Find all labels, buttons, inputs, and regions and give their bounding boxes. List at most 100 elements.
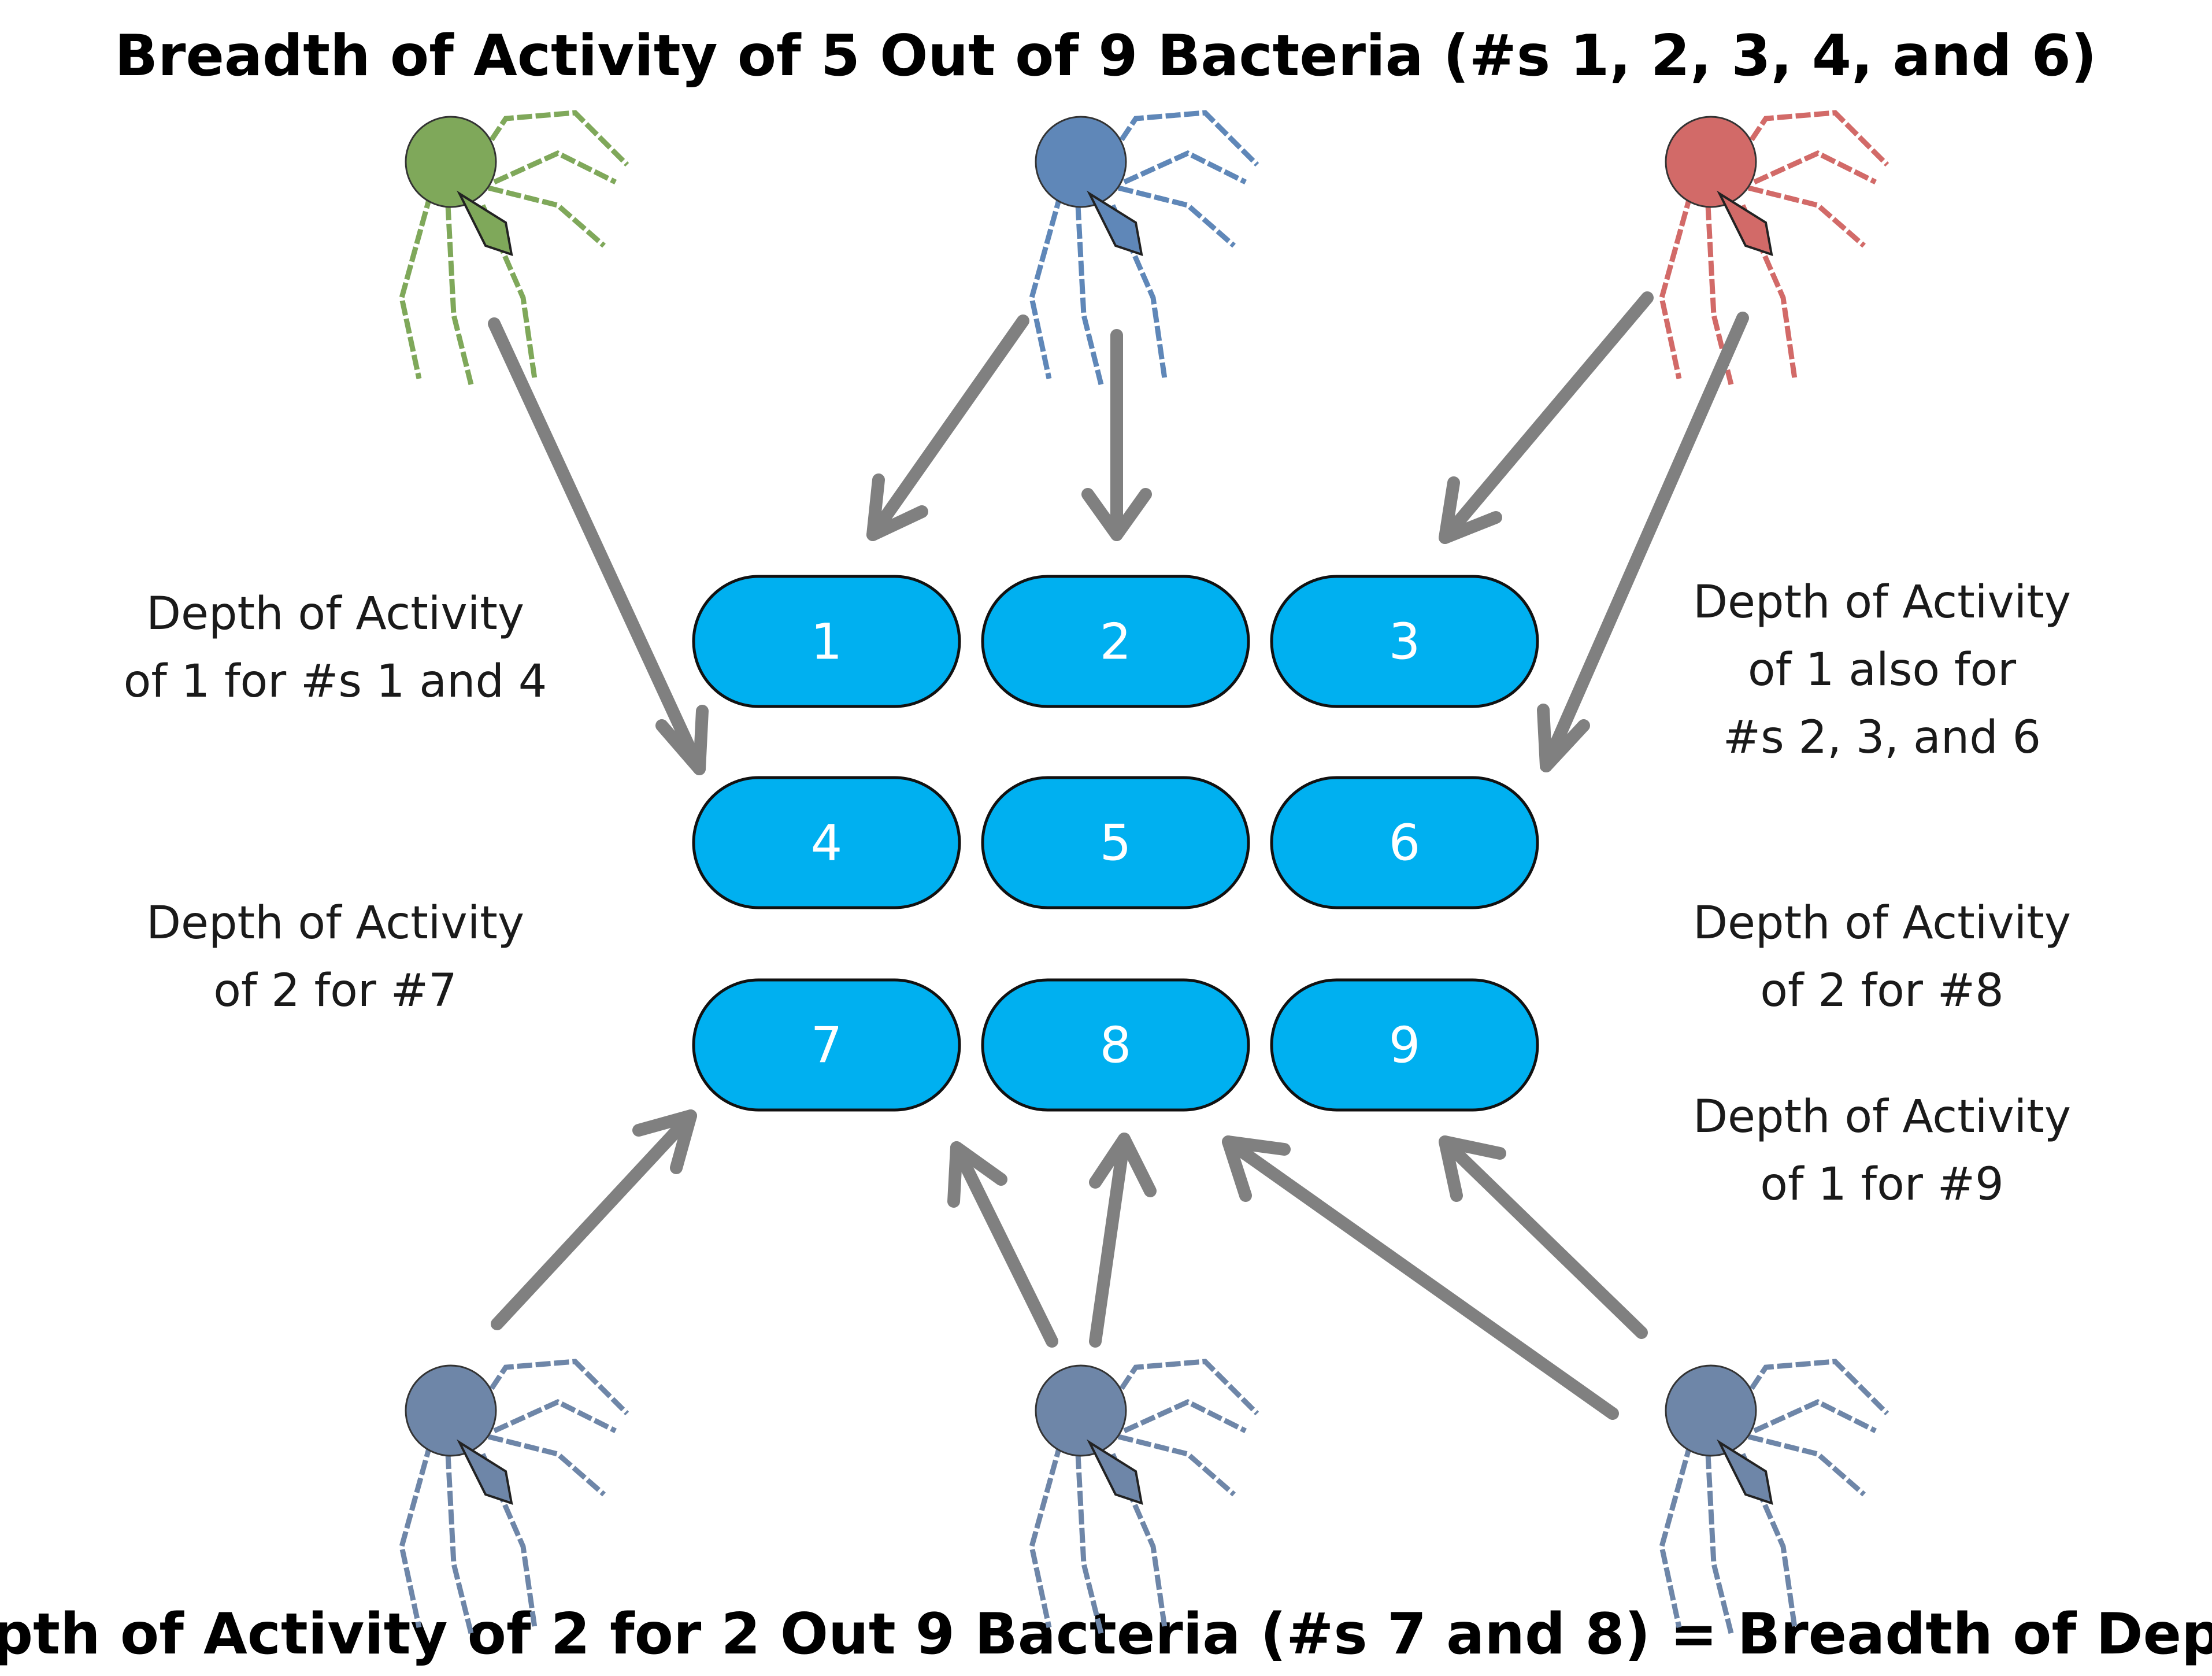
note-line: of 2 for #8 bbox=[1760, 965, 2003, 1017]
phage-leg bbox=[399, 1441, 433, 1628]
phage-head bbox=[1035, 1364, 1127, 1457]
bacterium-7: 7 bbox=[692, 978, 961, 1112]
bacterium-5: 5 bbox=[981, 776, 1250, 909]
phage-leg bbox=[1075, 1453, 1104, 1634]
bacterium-9: 9 bbox=[1270, 978, 1539, 1112]
arrows bbox=[488, 291, 1749, 1420]
arrow-phage5-to-8 bbox=[1089, 1133, 1131, 1348]
bacterium-pill bbox=[692, 776, 961, 909]
phage-leg bbox=[1110, 1453, 1168, 1628]
phage-head bbox=[1035, 116, 1127, 208]
bottom-title: Depth of Activity of 2 for 2 Out 9 Bacte… bbox=[0, 1601, 2212, 1667]
phage-leg bbox=[1029, 193, 1064, 379]
phage-head bbox=[405, 116, 497, 208]
phage-group bbox=[399, 110, 1889, 1634]
bacterium-4: 4 bbox=[692, 776, 961, 909]
bacterium-label: 9 bbox=[1389, 1017, 1421, 1075]
bacterium-6: 6 bbox=[1270, 776, 1539, 909]
bacteria-grid: 1 2 3 4 5 6 7 8 9 bbox=[692, 575, 1539, 1112]
bacterium-pill bbox=[1270, 575, 1539, 708]
phage-leg bbox=[480, 204, 538, 379]
arrow-phage1-to-4-head bbox=[655, 705, 709, 775]
phage-tail bbox=[1087, 1439, 1143, 1505]
phage-leg bbox=[1753, 150, 1877, 185]
phage-leg bbox=[493, 150, 617, 185]
bacterium-pill bbox=[981, 978, 1250, 1112]
phage-leg bbox=[1659, 1441, 1694, 1628]
note-left-mid: Depth of Activity of 2 for #7 bbox=[146, 897, 524, 1017]
phage-tail bbox=[1717, 190, 1773, 256]
bacterium-8: 8 bbox=[981, 978, 1250, 1112]
arrow-phage1-to-4 bbox=[488, 317, 706, 775]
bacterium-label: 8 bbox=[1100, 1017, 1132, 1075]
note-line: Depth of Activity bbox=[146, 897, 524, 949]
note-line: of 1 for #9 bbox=[1760, 1159, 2003, 1211]
phage-tail bbox=[457, 1439, 513, 1505]
bacterium-pill bbox=[1270, 776, 1539, 909]
bacterium-pill bbox=[1270, 978, 1539, 1112]
phage-bottom-right-icon bbox=[1659, 1359, 1889, 1634]
phage-leg bbox=[1659, 193, 1694, 379]
phage-leg bbox=[1110, 204, 1168, 379]
phage-leg bbox=[445, 205, 474, 386]
bacterium-label: 5 bbox=[1100, 815, 1132, 872]
bacterium-pill bbox=[981, 575, 1250, 708]
arrow-phage6-to-9 bbox=[1439, 1135, 1648, 1339]
note-line: of 1 also for bbox=[1748, 644, 2017, 696]
note-line: Depth of Activity bbox=[146, 588, 524, 640]
phage-legs bbox=[1029, 110, 1259, 386]
note-left-top: Depth of Activity of 1 for #s 1 and 4 bbox=[124, 588, 547, 708]
arrow-phage6-to-8 bbox=[1222, 1135, 1619, 1420]
arrow-phage6-to-8-head bbox=[1222, 1135, 1291, 1202]
phage-legs bbox=[399, 1359, 629, 1634]
arrow-phage5-to-7 bbox=[950, 1141, 1058, 1348]
bacterium-label: 6 bbox=[1389, 815, 1421, 872]
phage-top-left-icon bbox=[399, 110, 629, 386]
bacterium-2: 2 bbox=[981, 575, 1250, 708]
arrow-phage3-to-3-head bbox=[1439, 476, 1502, 544]
note-line: Depth of Activity bbox=[1693, 576, 2071, 628]
note-line: Depth of Activity bbox=[1693, 1091, 2071, 1143]
phage-leg bbox=[480, 1453, 538, 1628]
phage-leg bbox=[1705, 1453, 1734, 1634]
bacterium-label: 2 bbox=[1100, 613, 1132, 671]
phage-leg bbox=[399, 193, 433, 379]
phage-head bbox=[1665, 116, 1757, 208]
note-right-top: Depth of Activity of 1 also for #s 2, 3,… bbox=[1693, 576, 2071, 764]
bacterium-pill bbox=[692, 575, 961, 708]
phage-leg bbox=[1123, 150, 1247, 185]
note-line: Depth of Activity bbox=[1693, 897, 2071, 949]
arrow-phage4-to-7 bbox=[491, 1109, 697, 1330]
phage-leg bbox=[1123, 1399, 1247, 1434]
arrow-phage4-to-7-head bbox=[632, 1109, 697, 1174]
phage-leg bbox=[1075, 205, 1104, 386]
arrow-phage5-to-7-head bbox=[947, 1141, 1007, 1208]
phage-bottom-center-icon bbox=[1029, 1359, 1259, 1634]
phage-leg bbox=[493, 1399, 617, 1434]
phage-leg bbox=[1740, 204, 1798, 379]
note-right-mid: Depth of Activity of 2 for #8 bbox=[1693, 897, 2071, 1017]
bacterium-1: 1 bbox=[692, 575, 961, 708]
arrow-phage2-to-1-head bbox=[866, 473, 928, 541]
bacterium-label: 7 bbox=[811, 1017, 843, 1075]
phage-head bbox=[1665, 1364, 1757, 1457]
note-line: of 2 for #7 bbox=[213, 965, 457, 1017]
phage-leg bbox=[1117, 185, 1236, 248]
arrow-phage2-to-2-head bbox=[1081, 488, 1152, 541]
arrow-phage2-to-1 bbox=[866, 315, 1029, 541]
note-right-bottom: Depth of Activity of 1 for #9 bbox=[1693, 1091, 2071, 1211]
phage-head bbox=[405, 1364, 497, 1457]
arrow-phage3-to-3 bbox=[1439, 291, 1654, 544]
phage-top-right-icon bbox=[1659, 110, 1889, 386]
bacterium-3: 3 bbox=[1270, 575, 1539, 708]
phage-tail bbox=[1087, 190, 1143, 256]
phage-leg bbox=[1753, 1399, 1877, 1434]
phage-leg bbox=[1740, 1453, 1798, 1628]
phage-leg bbox=[487, 185, 606, 248]
arrow-phage5-to-8-head bbox=[1089, 1133, 1157, 1197]
note-line: of 1 for #s 1 and 4 bbox=[124, 656, 547, 708]
phage-leg bbox=[1747, 185, 1866, 248]
phage-bottom-left-icon bbox=[399, 1359, 629, 1634]
